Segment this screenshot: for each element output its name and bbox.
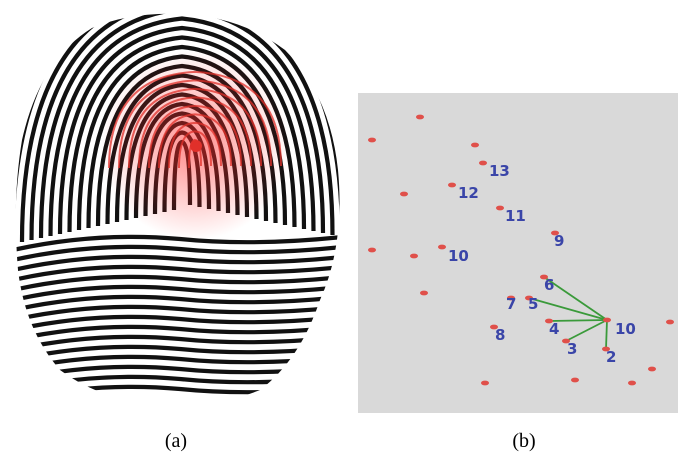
core-ridge <box>148 104 242 169</box>
minutia-point <box>420 290 428 296</box>
ridge-line <box>15 302 340 326</box>
minutia-point <box>540 274 548 280</box>
minutia-label: 3 <box>567 340 577 358</box>
minutia-point <box>496 205 504 211</box>
fingerprint-panel <box>15 13 340 407</box>
minutia-point <box>551 230 559 236</box>
core-ridge <box>158 113 232 169</box>
caption-b: (b) <box>512 430 536 452</box>
minutia-point <box>602 346 610 352</box>
minutia-point <box>400 191 408 197</box>
minutia-edge <box>605 319 608 350</box>
ridge-line <box>15 252 340 276</box>
core-ridge <box>118 79 272 169</box>
minutiae-background <box>358 93 678 413</box>
minutiae-points <box>368 114 674 386</box>
ridge-line <box>15 282 340 306</box>
minutia-point <box>490 324 498 330</box>
core-ridge <box>178 130 212 169</box>
core-point <box>190 140 202 152</box>
minutia-point <box>410 253 418 259</box>
minutia-edge <box>565 319 608 342</box>
minutia-label: 12 <box>458 184 479 202</box>
core-ridge <box>168 121 222 169</box>
minutia-point <box>471 142 479 148</box>
minutia-point <box>571 377 579 383</box>
ridge-arc <box>38 13 326 239</box>
minutia-label: 4 <box>549 320 559 338</box>
core-ridge <box>128 87 262 169</box>
minutia-label: 13 <box>489 162 510 180</box>
minutia-label: 5 <box>528 295 538 313</box>
minutia-point <box>545 318 553 324</box>
minutia-point <box>448 182 456 188</box>
minutia-label: 8 <box>495 326 505 344</box>
minutia-point <box>507 295 515 301</box>
minutia-edge <box>543 276 608 321</box>
minutia-label: 9 <box>554 232 564 250</box>
ridge-arc <box>57 25 307 235</box>
minutia-edge <box>528 297 608 321</box>
minutia-point <box>603 317 611 323</box>
core-region-ridges <box>108 70 282 169</box>
minutia-label: 7 <box>506 295 516 313</box>
ridge-line <box>15 332 340 356</box>
minutia-label: 10 <box>615 320 636 338</box>
core-ridge <box>108 70 282 169</box>
ridge-line <box>15 292 340 316</box>
minutia-label: 11 <box>505 207 526 225</box>
core-ridge <box>188 138 202 169</box>
ridge-arc <box>48 16 316 237</box>
minutia-point <box>481 380 489 386</box>
minutia-point <box>438 244 446 250</box>
ridge-line <box>15 262 340 286</box>
core-ridge <box>138 96 252 169</box>
minutia-point <box>479 160 487 166</box>
minutia-point <box>562 338 570 344</box>
minutia-edge <box>548 319 608 322</box>
minutia-point <box>368 247 376 253</box>
ridge-arc <box>29 13 335 241</box>
ridge-line <box>15 312 340 336</box>
minutia-point <box>666 319 674 325</box>
ridge-line <box>15 232 340 256</box>
minutia-point <box>648 366 656 372</box>
minutiae-edges <box>528 276 608 350</box>
caption-a: (a) <box>164 430 188 452</box>
ridge-line <box>15 242 340 266</box>
minutia-point <box>368 137 376 143</box>
minutia-label: 6 <box>544 276 554 294</box>
ridge-line <box>15 322 340 346</box>
minutia-point <box>628 380 636 386</box>
minutia-label: 2 <box>606 348 616 366</box>
minutia-point <box>525 295 533 301</box>
ridge-line <box>15 272 340 296</box>
minutia-label: 10 <box>448 247 469 265</box>
minutia-point <box>416 114 424 120</box>
